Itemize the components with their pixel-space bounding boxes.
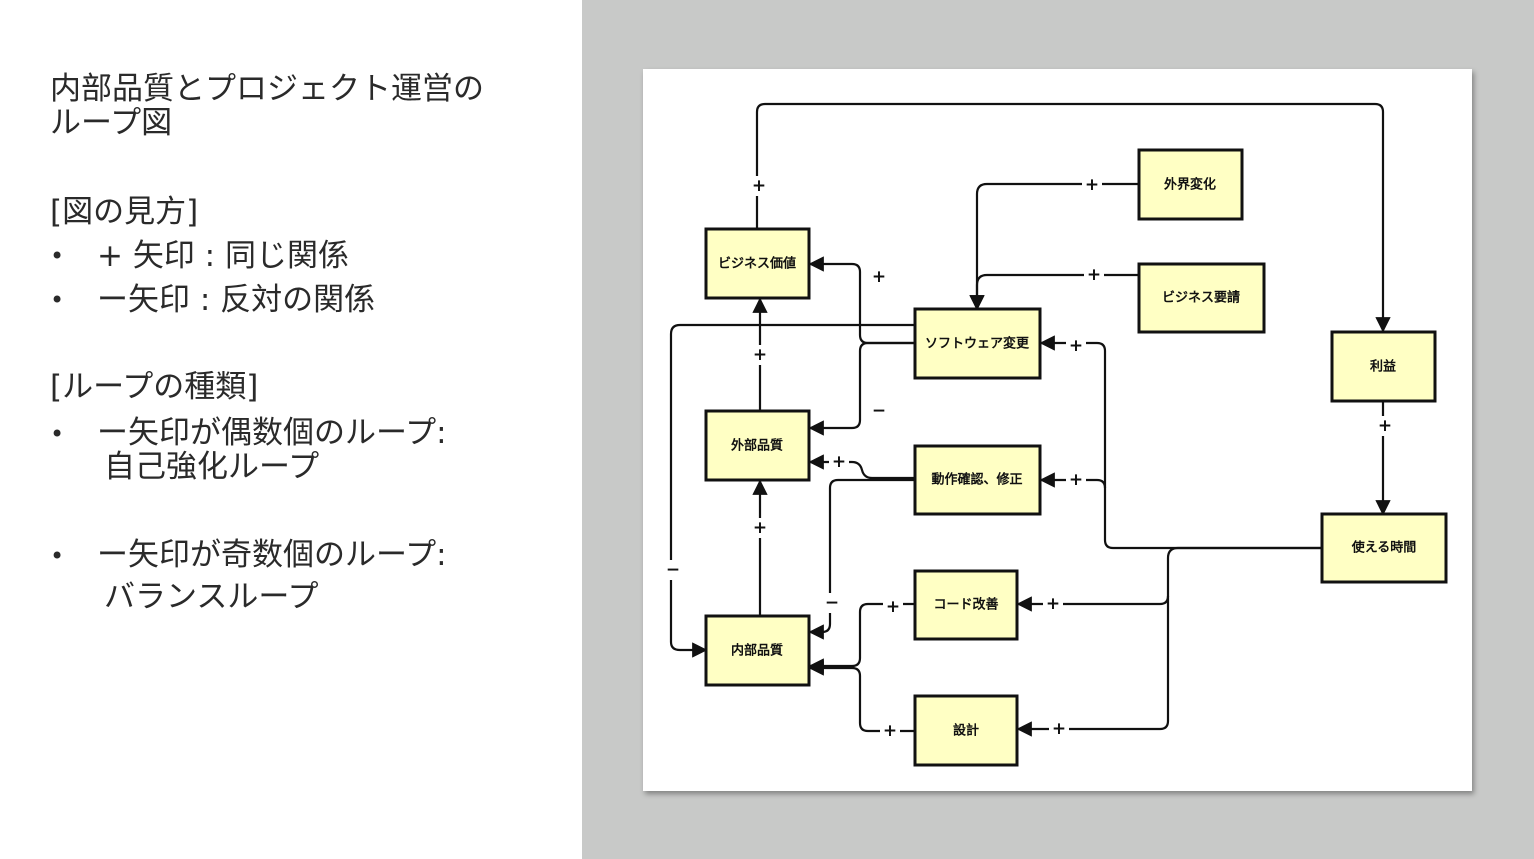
edge-software-change-to-internal-quality (669, 323, 915, 658)
node-label: 使える時間 (1351, 540, 1417, 556)
sign-plus: + (753, 518, 767, 538)
sign-plus: + (1069, 336, 1083, 356)
edge-usable-time-to-design (1016, 596, 1170, 737)
node-label: 利益 (1370, 359, 1396, 375)
bullet-dot: • (50, 242, 65, 270)
sign-plus: + (883, 721, 897, 741)
node-usable-time: 使える時間 (1320, 512, 1448, 584)
sign-minus: − (872, 401, 886, 421)
node-label: 外部品質 (730, 438, 783, 454)
node-label: ビジネス価値 (718, 256, 796, 272)
edge-business-request-to-software-change (969, 273, 1139, 311)
edge-verify-fix-to-external-quality (808, 454, 915, 480)
bullet-dot: • (50, 286, 65, 314)
types-heading: [ループの種類] (50, 369, 259, 405)
legend-item-minus: ー矢印 : 反対の関係 (97, 282, 376, 318)
sign-plus: + (886, 597, 900, 617)
sign-plus: + (753, 345, 767, 365)
node-label: 動作確認、修正 (931, 472, 1022, 488)
node-business-value: ビジネス価値 (704, 227, 811, 300)
slide-title-line2: ループ図 (50, 105, 173, 141)
node-label: 設計 (953, 723, 979, 739)
node-business-request: ビジネス要請 (1137, 262, 1266, 334)
edges (669, 102, 1391, 737)
node-label: ビジネス要請 (1162, 290, 1240, 306)
sign-plus: + (1378, 416, 1392, 436)
node-code-improve: コード改善 (913, 569, 1019, 641)
type1-line1: ー矢印が偶数個のループ: (97, 415, 447, 451)
node-label: 外界変化 (1163, 177, 1216, 193)
node-label: コード改善 (933, 597, 998, 613)
slide-title-line1: 内部品質とプロジェクト運営の (50, 71, 484, 107)
edge-external-change-to-software-change (969, 182, 1139, 311)
node-software-change: ソフトウェア変更 (913, 307, 1042, 380)
edge-usable-time-to-software-change (1039, 335, 1322, 550)
edge-code-improve-to-internal-quality (808, 602, 915, 674)
edge-software-change-to-external-quality (808, 341, 915, 436)
node-verify-fix: 動作確認、修正 (913, 444, 1042, 516)
type2-line1: ー矢印が奇数個のループ: (97, 537, 447, 573)
edge-usable-time-to-verify-fix (1039, 472, 1107, 489)
node-external-change: 外界変化 (1137, 148, 1244, 221)
legend-heading: [図の見方] (50, 194, 199, 230)
edge-usable-time-to-code-improve (1016, 546, 1322, 612)
bullet-dot: • (50, 420, 65, 448)
node-external-quality: 外部品質 (704, 409, 811, 482)
edge-business-value-to-profit (755, 102, 1391, 333)
node-profit: 利益 (1330, 330, 1437, 403)
sign-minus: − (666, 560, 680, 580)
node-label: ソフトウェア変更 (925, 336, 1030, 352)
sign-plus: + (1046, 594, 1060, 614)
bullet-dot: • (50, 542, 65, 570)
sign-plus: + (752, 176, 766, 196)
edge-software-change-to-business-value (808, 256, 915, 345)
sign-minus: − (825, 593, 839, 613)
slide-text-panel: 内部品質とプロジェクト運営の ループ図 [図の見方] • + 矢印 : 同じ関係… (0, 0, 582, 859)
type2-line2: バランスループ (104, 579, 319, 615)
sign-plus: + (832, 452, 846, 472)
sign-plus: + (1085, 175, 1099, 195)
legend-item-plus: + 矢印 : 同じ関係 (97, 238, 349, 274)
node-label: 内部品質 (731, 643, 783, 659)
sign-plus: + (1052, 719, 1066, 739)
sign-plus: + (1087, 265, 1101, 285)
node-design: 設計 (913, 694, 1019, 767)
node-internal-quality: 内部品質 (704, 614, 811, 687)
edge-signs: + + + + + − + + + + + − − + + + + (662, 175, 1395, 741)
edge-design-to-internal-quality (808, 660, 915, 733)
sign-plus: + (1069, 470, 1083, 490)
sign-plus: + (872, 267, 886, 287)
edge-verify-fix-to-internal-quality (808, 478, 915, 640)
type1-line2: 自己強化ループ (104, 449, 320, 485)
